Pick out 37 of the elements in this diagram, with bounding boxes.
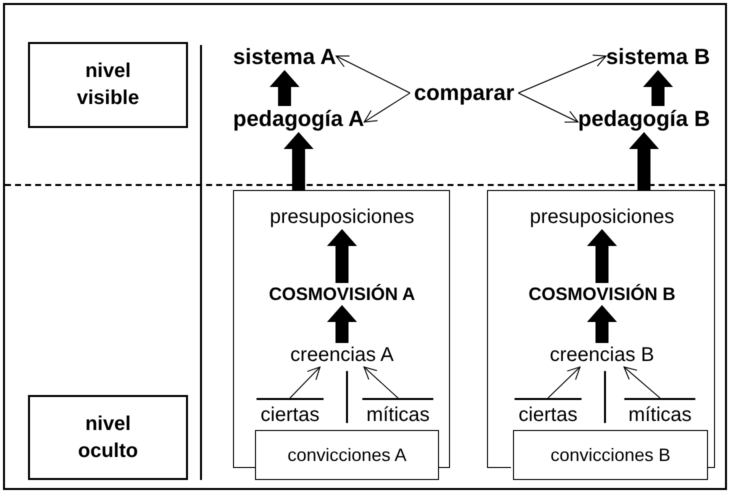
arrow [364, 92, 410, 122]
level-box: nivel visible [28, 42, 188, 128]
arrow [518, 92, 578, 123]
underlined-label: míticas [362, 398, 434, 426]
arrow [290, 366, 320, 398]
block-arrow [327, 229, 357, 283]
bold-label: pedagogía B [578, 106, 710, 132]
bold-label: sistema A [233, 44, 336, 70]
block-arrow [587, 305, 617, 343]
arrow [336, 56, 410, 94]
group-frame [233, 190, 450, 430]
underlined-label: ciertas [514, 398, 582, 426]
arrow [624, 366, 660, 398]
underlined-label: míticas [624, 398, 696, 426]
conviction-box: convicciones A [255, 430, 439, 480]
bold-label: pedagogía A [233, 106, 364, 132]
block-arrow [327, 305, 357, 343]
text-label: creencias B [550, 343, 654, 367]
block-arrow [284, 132, 314, 190]
text-label: presuposiciones [530, 205, 674, 229]
conviction-box: convicciones B [513, 430, 708, 480]
text-label: presuposiciones [270, 205, 414, 229]
worldview-label: COSMOVISIÓN A [268, 283, 416, 305]
block-arrow [643, 70, 674, 106]
worldview-label: COSMOVISIÓN B [528, 283, 676, 305]
underlined-label: ciertas [256, 398, 324, 426]
block-arrow [270, 70, 300, 106]
compare-label: comparar [410, 80, 518, 106]
arrow [364, 366, 398, 398]
arrow [548, 366, 580, 398]
block-arrow [587, 229, 617, 283]
text-label: creencias A [290, 343, 394, 367]
group-frame [487, 190, 715, 430]
level-box: nivel oculto [28, 395, 188, 480]
arrow [518, 54, 607, 94]
block-arrow [629, 132, 659, 190]
bold-label: sistema B [606, 44, 710, 70]
